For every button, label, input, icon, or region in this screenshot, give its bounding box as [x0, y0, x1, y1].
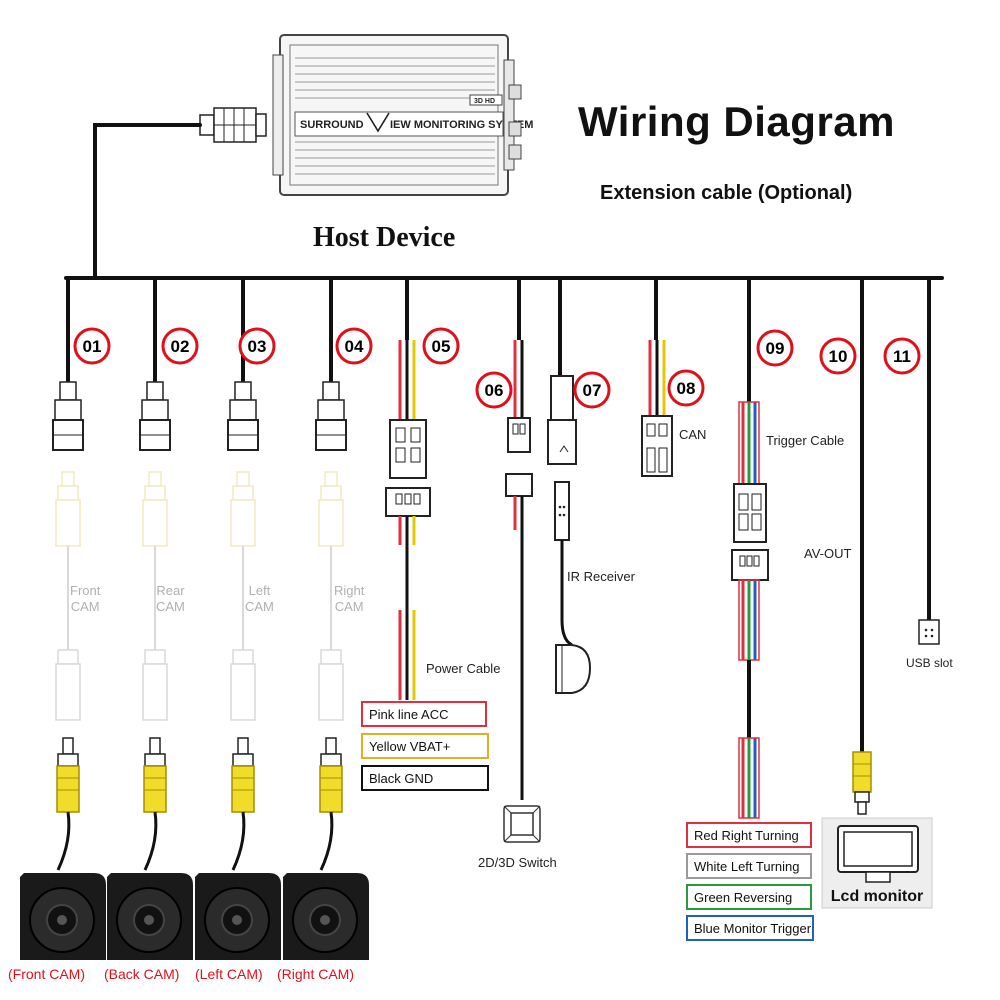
lcd-monitor-icon: [821, 817, 933, 909]
camera-connectors: [52, 381, 347, 451]
badge-11: 11: [883, 337, 921, 375]
ghost-label-right-line2: CAM: [334, 599, 364, 614]
device-badge: 3D HD: [474, 98, 495, 105]
badge-03: 03: [238, 327, 276, 365]
badge-04: 04: [335, 327, 373, 365]
trigger-cable-label: Trigger Cable: [766, 433, 845, 448]
switch-label: 2D/3D Switch: [478, 855, 557, 870]
ghost-label-rear: Rear CAM: [156, 583, 185, 615]
usb-slot-label: USB slot: [906, 656, 953, 670]
legend-left-turning: White Left Turning: [686, 853, 812, 879]
badge-02-label: 02: [171, 337, 190, 356]
ghost-label-right-line1: Right: [334, 583, 365, 598]
legend-monitor-trigger: Blue Monitor Trigger: [686, 915, 814, 941]
lcd-monitor-label: Lcd monitor: [831, 888, 923, 905]
ghost-label-front-line2: CAM: [70, 599, 100, 614]
legend-gnd: Black GND: [361, 765, 489, 791]
badge-10-label: 10: [829, 347, 848, 366]
ir-receiver-cable: [547, 375, 592, 694]
ghost-label-left-line1: Left: [248, 583, 271, 598]
ghost-label-front: Front CAM: [70, 583, 100, 615]
badge-05-label: 05: [432, 337, 451, 356]
badge-04-label: 04: [345, 337, 364, 356]
camera-label-front: (Front CAM): [8, 966, 85, 982]
back-camera-icon: [107, 873, 193, 960]
ghost-label-rear-line1: Rear: [156, 583, 185, 598]
switch-cable: [503, 340, 541, 843]
legend-reversing: Green Reversing: [686, 884, 812, 910]
host-device: SURROUND IEW MONITORING SYSTEM 3D HD: [272, 34, 533, 196]
host-device-label: Host Device: [313, 222, 456, 253]
trigger-cable: [731, 401, 769, 819]
badge-07-label: 07: [583, 381, 602, 400]
badge-09-label: 09: [766, 339, 785, 358]
badge-02: 02: [161, 327, 199, 365]
av-out-label: AV-OUT: [804, 546, 852, 561]
front-camera-icon: [20, 873, 106, 960]
legend-right-turning: Red Right Turning: [686, 822, 812, 848]
branch-wires: [66, 278, 931, 752]
camera-plugs: [56, 737, 343, 871]
power-cable: [385, 340, 431, 700]
power-cable-label: Power Cable: [426, 661, 501, 676]
can-label: CAN: [679, 427, 707, 442]
legend-acc: Pink line ACC: [361, 701, 487, 727]
page-title: Wiring Diagram: [578, 98, 895, 145]
badge-07: 07: [573, 371, 611, 409]
ghost-label-left-line2: CAM: [245, 599, 274, 614]
badge-08: 08: [667, 369, 705, 407]
badge-06: 06: [475, 371, 513, 409]
camera-label-back: (Back CAM): [104, 966, 180, 982]
ir-receiver-label: IR Receiver: [567, 569, 635, 584]
badge-09: 09: [756, 329, 794, 367]
av-out-cable: [852, 751, 872, 815]
page-subtitle: Extension cable (Optional): [600, 182, 853, 204]
camera-label-left: (Left CAM): [195, 966, 263, 982]
trunk-cable: [64, 123, 944, 280]
ghost-label-rear-line2: CAM: [156, 599, 185, 614]
left-camera-icon: [195, 873, 281, 960]
usb-connector-icon: [918, 619, 940, 645]
badge-05: 05: [422, 327, 460, 365]
can-cable: [641, 340, 673, 477]
ghost-label-front-line1: Front: [70, 583, 101, 598]
legend-vbat: Yellow VBAT+: [361, 733, 489, 759]
badge-11-label: 11: [893, 347, 911, 366]
badge-08-label: 08: [677, 379, 696, 398]
badge-10: 10: [819, 337, 857, 375]
ir-sensor-icon: [555, 644, 592, 694]
right-camera-icon: [283, 873, 369, 960]
ghost-extension-cables: [55, 471, 344, 721]
cameras: [20, 873, 369, 960]
badge-06-label: 06: [485, 381, 504, 400]
ghost-label-left: Left CAM: [245, 583, 274, 615]
device-label-left: SURROUND: [300, 119, 364, 131]
switch-button-icon: [503, 805, 541, 843]
camera-label-right: (Right CAM): [277, 966, 355, 982]
device-label-right: IEW MONITORING SYSTEM: [390, 119, 533, 131]
ghost-label-right: Right CAM: [334, 583, 364, 615]
number-badges: 01 02 03 04 05 06 07 08: [73, 327, 921, 409]
badge-01-label: 01: [83, 337, 102, 356]
host-plug: [199, 107, 267, 143]
badge-01: 01: [73, 327, 111, 365]
badge-03-label: 03: [248, 337, 267, 356]
